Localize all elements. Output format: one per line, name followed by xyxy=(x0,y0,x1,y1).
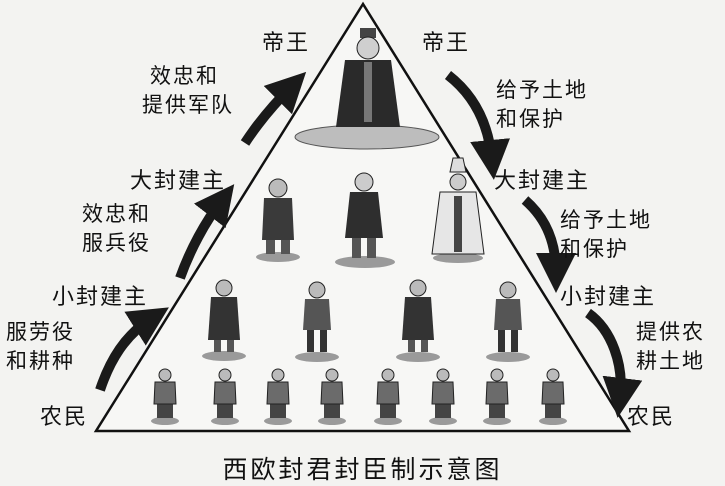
arrow-small-to-big xyxy=(175,184,235,280)
relation-line: 和耕种 xyxy=(6,349,75,373)
label-big-lord-right: 大封建主 xyxy=(494,169,591,194)
king-base xyxy=(294,124,440,150)
arrow-peasant-to-small xyxy=(95,307,169,392)
peasant-figure xyxy=(264,368,292,425)
label-peasant-right: 农民 xyxy=(627,405,676,430)
king-figure xyxy=(336,28,400,127)
relation-line: 效忠和 xyxy=(150,64,219,88)
arrow-big-to-king xyxy=(240,71,307,146)
label-king-left: 帝王 xyxy=(262,31,311,56)
relation-left-bottom: 服劳役 和耕种 xyxy=(6,318,75,376)
label-small-lord-right: 小封建主 xyxy=(560,285,657,310)
relation-right-middle: 给予土地 和保护 xyxy=(560,206,652,264)
peasant-figure xyxy=(151,368,179,425)
peasant-figure xyxy=(483,368,511,425)
label-big-lord-left: 大封建主 xyxy=(130,169,227,194)
peasant-figure xyxy=(539,368,567,425)
arrow-small-to-peasant xyxy=(584,308,643,418)
relation-right-bottom: 提供农 耕土地 xyxy=(636,318,705,376)
relation-line: 效忠和 xyxy=(82,202,151,226)
arrow-king-to-big xyxy=(444,71,511,180)
relation-left-middle: 效忠和 服兵役 xyxy=(82,200,151,258)
relation-line: 提供农 xyxy=(636,320,705,344)
relation-left-top: 效忠和 提供军队 xyxy=(142,62,234,120)
great-lord-bishop xyxy=(431,157,485,255)
relation-line: 提供军队 xyxy=(142,93,234,117)
relation-right-top: 给予土地 和保护 xyxy=(496,76,588,134)
arrow-big-to-small xyxy=(521,196,576,293)
relation-line: 和保护 xyxy=(560,237,629,261)
great-lord-knight xyxy=(262,178,294,254)
great-lord-noble xyxy=(345,172,383,258)
relation-line: 耕土地 xyxy=(636,349,705,373)
relation-line: 和保护 xyxy=(496,107,565,131)
relation-line: 服兵役 xyxy=(82,231,151,255)
peasant-figure xyxy=(374,368,402,425)
relation-line: 给予土地 xyxy=(496,78,588,102)
peasant-figure xyxy=(318,368,346,425)
peasant-figure xyxy=(429,368,457,425)
label-king-right: 帝王 xyxy=(422,31,471,56)
diagram-caption: 西欧封君封臣制示意图 xyxy=(222,455,503,484)
relation-line: 给予土地 xyxy=(560,208,652,232)
small-lords xyxy=(202,279,530,362)
peasant-figure xyxy=(211,368,239,425)
label-small-lord-left: 小封建主 xyxy=(52,285,149,310)
label-peasant-left: 农民 xyxy=(40,405,89,430)
relation-line: 服劳役 xyxy=(6,320,75,344)
peasants-row xyxy=(151,368,567,425)
